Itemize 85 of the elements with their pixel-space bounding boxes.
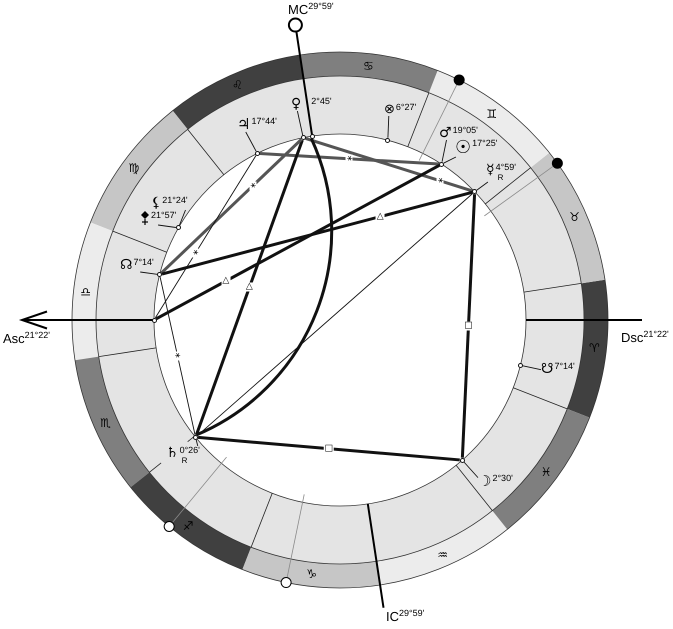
aspect-line (195, 140, 304, 436)
planet-symbol: ☉ (455, 139, 472, 157)
planet-symbol: ♂ (439, 126, 452, 140)
leader-line (140, 272, 158, 275)
aspect-point (300, 135, 306, 140)
aspect-line (154, 155, 256, 318)
retrograde-mark: R (182, 457, 188, 465)
zodiac-sign-symbol: ♈ (589, 342, 600, 354)
aspect-symbol: ⚹ (346, 154, 353, 164)
aspect-symbol: ⚹ (436, 176, 444, 186)
zodiac-sign-symbol: ♐ (182, 520, 194, 532)
retrograde-mark: R (498, 174, 504, 182)
degree-text: 17°25' (472, 139, 498, 148)
zodiac-sign-symbol: ♎ (80, 286, 91, 298)
degree-text: 21°24' (162, 196, 188, 205)
zodiac-sign-symbol: ♉ (569, 211, 580, 224)
degree-text: 6°27' (396, 103, 416, 112)
angle-label: MC$^{29°59'}$ (288, 2, 334, 16)
aspect-line (305, 136, 473, 192)
leader-line (476, 182, 488, 191)
degree-text: 7°14' (554, 362, 575, 371)
zodiac-sign-symbol: ♌ (232, 79, 243, 92)
aspect-line (160, 276, 196, 436)
planet-symbol: ♀ (291, 97, 302, 111)
aspect-point (460, 458, 465, 463)
aspect-symbol: ⚹ (174, 351, 182, 360)
aspect-arc (196, 138, 333, 436)
leader-line (443, 156, 456, 164)
aspect-point (176, 225, 181, 230)
planet-symbol: ♃ (237, 117, 250, 132)
aspect-line (198, 436, 460, 462)
aspect-symbol: △ (244, 282, 254, 292)
aspect-symbol: ⚹ (192, 248, 199, 258)
planet-symbol: ☋ (541, 362, 554, 376)
planet-symbol: ⊗ (384, 103, 395, 116)
degree-text: 2°30' (492, 474, 513, 483)
aspect-point (152, 318, 156, 322)
planet-symbol: ☽ (478, 474, 492, 489)
leader-line (196, 439, 198, 446)
leader-line (178, 210, 186, 226)
aspect-point (254, 150, 260, 156)
aspect-point (157, 272, 162, 278)
zodiac-sign-symbol: ♑ (306, 568, 317, 580)
degree-text: 4°59' (496, 163, 516, 172)
degree-text: 19°05' (452, 126, 478, 135)
degree-text: 0°26' (180, 446, 200, 455)
aspect-point (472, 189, 478, 194)
leader-line (245, 132, 257, 152)
angle-label: Asc$^{21°22'}$ (3, 331, 50, 345)
planet-symbol: ☊ (120, 258, 132, 272)
degree-text: 7°14' (133, 258, 154, 267)
zodiac-sign-symbol: ♊ (486, 108, 498, 120)
zodiac-sign-symbol: ♒ (437, 548, 448, 561)
aspect-symbol: □ (324, 444, 334, 454)
degree-text: 21°57' (151, 211, 176, 220)
leader-line (442, 140, 447, 162)
zodiac-sign-symbol: ♓ (540, 466, 552, 478)
aspect-symbol: □ (463, 321, 474, 330)
aspect-point (385, 138, 390, 143)
aspect-point (310, 134, 315, 139)
aspect-point (439, 162, 444, 167)
leader-line (158, 224, 176, 228)
angle-label: IC$^{29°59'}$ (386, 609, 424, 623)
zodiac-sign-symbol: ♏ (100, 416, 111, 429)
aspect-symbol: △ (376, 212, 385, 222)
angle-label: Dsc$^{21°22'}$ (621, 330, 669, 344)
degree-text: 17°44' (251, 117, 277, 126)
aspect-point (518, 362, 523, 368)
aspect-line (460, 194, 476, 458)
aspect-symbol: △ (221, 276, 230, 286)
zodiac-sign-symbol: ♍ (128, 162, 140, 174)
aspect-point (193, 434, 198, 440)
planet-symbol: ☿ (486, 163, 495, 177)
leader-line (296, 110, 304, 136)
aspect-symbol: ⚹ (249, 181, 256, 190)
planet-symbol: ⚸ (151, 196, 162, 210)
aspect-line (160, 138, 302, 274)
zodiac-sign-symbol: ♋ (363, 60, 374, 72)
leader-line (387, 116, 390, 138)
degree-text: 2°45' (311, 97, 332, 106)
planet-symbol: ♄ (166, 446, 179, 460)
aspect-line (155, 164, 440, 320)
aspect-line (260, 152, 440, 166)
leader-line (464, 462, 478, 478)
aspect-line (162, 190, 473, 276)
